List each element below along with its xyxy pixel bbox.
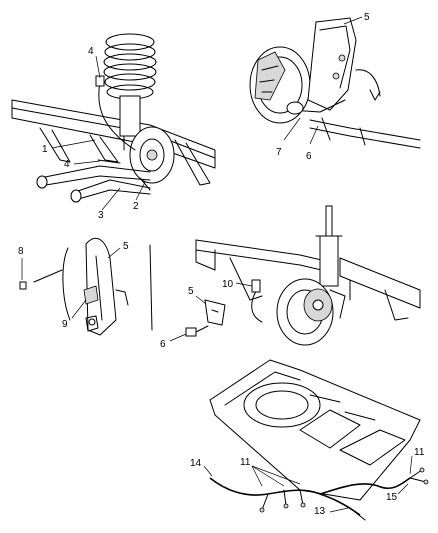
callout-5-top: 5 (364, 12, 370, 23)
callout-9: 9 (62, 319, 68, 330)
callout-7: 7 (276, 147, 282, 158)
callout-2: 2 (133, 201, 139, 212)
callout-6-top: 6 (306, 151, 312, 162)
br-leaders (203, 455, 413, 513)
floor-pan-assembly (209, 359, 421, 501)
callout-6-right: 6 (160, 339, 166, 350)
callout-4-bottom: 4 (64, 159, 70, 170)
sensor-bracket-assembly (19, 237, 153, 336)
callout-10: 10 (222, 279, 234, 290)
callout-4-top: 4 (88, 46, 94, 57)
callout-3: 3 (98, 210, 104, 221)
wiring-harness (209, 467, 429, 521)
rear-strut-assembly (185, 205, 421, 346)
callout-1: 1 (42, 144, 48, 155)
callout-14: 14 (190, 458, 202, 469)
callout-11-left: 11 (240, 457, 251, 468)
tr-leaders (283, 16, 363, 145)
callout-5-right: 5 (188, 286, 194, 297)
callout-11-right: 11 (414, 447, 425, 458)
callout-13: 13 (314, 506, 326, 517)
knuckle-caliper-assembly (249, 17, 421, 149)
front-suspension-assembly (11, 33, 216, 203)
callout-15: 15 (386, 492, 398, 503)
ml-leaders (21, 247, 121, 319)
callout-8: 8 (18, 246, 24, 257)
mr-leaders (169, 282, 253, 342)
callout-5-left: 5 (123, 241, 129, 252)
tl-leaders (51, 55, 146, 211)
